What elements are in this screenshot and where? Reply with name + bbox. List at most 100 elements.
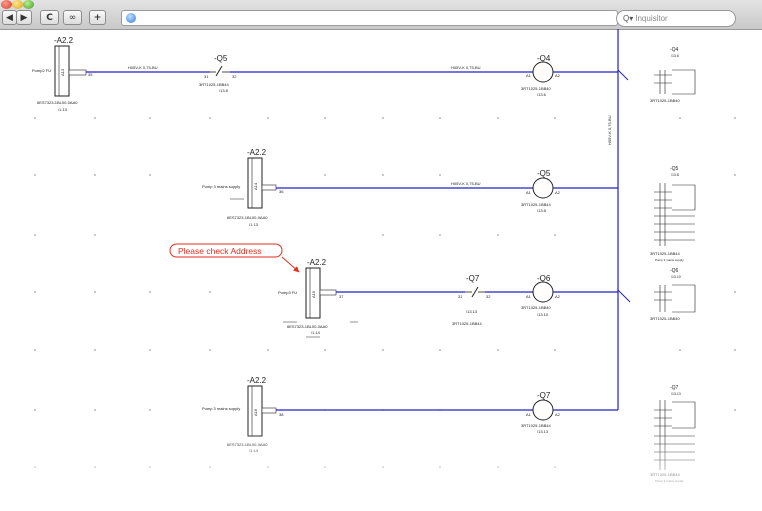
relay-coil-symbol[interactable] [532, 281, 554, 303]
contact-pin-in: 31 [458, 294, 463, 299]
coil-part-number: 3RT1025-1BB44 [521, 202, 552, 207]
reload-icon: C [46, 13, 53, 23]
coil-ref: /13.10 [537, 312, 549, 317]
wire-label: H05V-K 0,75-BU [451, 181, 481, 186]
coil-a2: A2 [555, 190, 561, 195]
coil-a2: A2 [555, 294, 561, 299]
back-button[interactable]: ◀ [2, 10, 17, 25]
contact-pin-out: 32 [486, 294, 491, 299]
forward-button[interactable]: ▶ [16, 10, 32, 25]
coil-ref: /13.6 [537, 92, 547, 97]
row-1: -A2.2 A13 Pump2 FU 6ES7323-1BL00-0AA0 /1… [32, 36, 618, 112]
coil-ref: /13.8 [537, 208, 547, 213]
browser-toolbar: ◀ ▶ C ∞ + Q▾Inquisitor [0, 0, 762, 30]
crossref-part: 3RT1025-1BB44 [650, 251, 681, 256]
contact-ref: /13.8 [219, 88, 229, 93]
crossref-ref: /13.8 [671, 173, 679, 177]
module-part-number: 6ES7323-1BL00-0AA0 [227, 442, 268, 447]
minimize-window-button[interactable] [12, 0, 23, 9]
add-bookmark-button[interactable]: + [89, 10, 106, 25]
globe-icon [126, 13, 136, 23]
nc-contact-symbol[interactable] [471, 286, 479, 298]
plus-icon: + [93, 13, 102, 23]
terminal-number: 37 [339, 294, 344, 299]
module-ref: /1.13 [58, 107, 68, 112]
module-signal: Pump2 FU [32, 68, 51, 73]
coil-part-number: 3RT1025-1BB40 [521, 305, 552, 310]
wire-branch [617, 289, 631, 303]
callout-bubble[interactable] [169, 243, 283, 258]
crossref-q6[interactable] [654, 284, 696, 313]
wire-branch [617, 69, 629, 81]
contact-part-number: 3RT1025-1BB44 [199, 82, 230, 87]
zoom-window-button[interactable] [23, 0, 34, 9]
crossref-q4[interactable] [654, 69, 696, 95]
crossref-ref: /13.10 [671, 275, 681, 279]
module-channel: A15 [311, 290, 316, 298]
bookmarks-button[interactable]: ∞ [63, 10, 82, 25]
coil-a1: A1 [526, 294, 532, 299]
crossref-q7[interactable] [654, 400, 696, 470]
nc-contact-symbol[interactable] [215, 65, 223, 77]
terminal-box [68, 69, 87, 76]
crossref-ref: /13.13 [671, 392, 681, 396]
module-signal: Pump 3 mains supply [202, 184, 240, 189]
module-ref: /1.14 [249, 448, 259, 453]
row-3: -A2.2 A15 Pump3 FU 6ES7323-1BL00-0AA0 /1… [278, 258, 618, 338]
coil-a1: A1 [526, 73, 532, 78]
relay-coil-symbol[interactable] [532, 399, 554, 421]
crossref-tag: -Q5 [670, 166, 679, 172]
module-signal: Pump 3 mains supply [202, 406, 240, 411]
coil-a1: A1 [526, 190, 532, 195]
search-field[interactable]: Q▾Inquisitor [616, 10, 736, 27]
coil-part-number: 3RT1025-1BB40 [521, 86, 552, 91]
terminal-box [261, 184, 277, 191]
crossref-q5[interactable] [654, 183, 696, 246]
contact-part-number: 3RT1025-1BB44 [452, 321, 483, 326]
wire-label: H05V-K 0,75-BU [451, 65, 481, 70]
coil-tag: -Q7 [537, 391, 551, 400]
module-tag: -A2.2 [247, 376, 267, 385]
coil-a2: A2 [555, 73, 561, 78]
crossref-part: 3RT1025-1BB44 [650, 472, 681, 477]
coil-a2: A2 [555, 412, 561, 417]
address-warning-callout[interactable]: Please check Address [169, 243, 300, 273]
module-channel: A16 [253, 408, 258, 416]
wire-label: H05V-K 0,75-BU [128, 65, 158, 70]
crossref-tag: -Q6 [670, 268, 679, 274]
contact-tag: -Q7 [466, 274, 480, 283]
reload-button[interactable]: C [40, 10, 59, 25]
module-tag: -A2.2 [54, 36, 74, 45]
relay-coil-symbol[interactable] [532, 177, 554, 199]
crossref-note: Pump 3 mains supply [655, 258, 684, 262]
module-tag: -A2.2 [307, 258, 327, 267]
bookmarks-icon: ∞ [68, 13, 77, 23]
coil-part-number: 3RT1025-1BB44 [521, 423, 552, 428]
callout-arrow [281, 256, 300, 273]
back-arrow-icon: ◀ [6, 13, 13, 23]
schematic-svg: H05V-K 0,75-BU -A2.2 A13 Pump2 FU 6ES732… [32, 29, 736, 483]
row-4: -A2.2 A16 Pump 3 mains supply 6ES7323-1B… [202, 376, 618, 453]
relay-coil-symbol[interactable] [532, 61, 554, 83]
terminal-number: 36 [279, 189, 284, 194]
io-module-block[interactable] [247, 157, 263, 209]
schematic-canvas[interactable]: H05V-K 0,75-BU -A2.2 A13 Pump2 FU 6ES732… [20, 29, 742, 506]
contact-pin-in: 31 [204, 74, 209, 79]
module-channel: A14 [253, 182, 258, 190]
crossref-part: 3RT1025-1BB40 [650, 98, 681, 103]
module-part-number: 6ES7323-1BL00-0AA0 [287, 324, 328, 329]
cross-reference-labels: -Q4 /13.6 3RT1025-1BB40 -Q5 /13.8 3RT102… [650, 47, 684, 483]
vertical-wire-label: H05V-K 0,75-BU [607, 115, 612, 145]
address-bar[interactable] [121, 10, 618, 26]
module-part-number: 6ES7323-1BL00-0AA0 [227, 215, 268, 220]
module-channel: A13 [60, 68, 65, 76]
module-signal: Pump3 FU [278, 290, 297, 295]
module-ref: /1.13 [249, 222, 259, 227]
forward-arrow-icon: ▶ [20, 13, 28, 23]
close-window-button[interactable] [1, 0, 12, 9]
search-icon: Q▾ [623, 14, 634, 23]
crossref-tag: -Q7 [670, 385, 679, 391]
terminal-box [261, 407, 277, 414]
coil-ref: /13.13 [537, 429, 549, 434]
